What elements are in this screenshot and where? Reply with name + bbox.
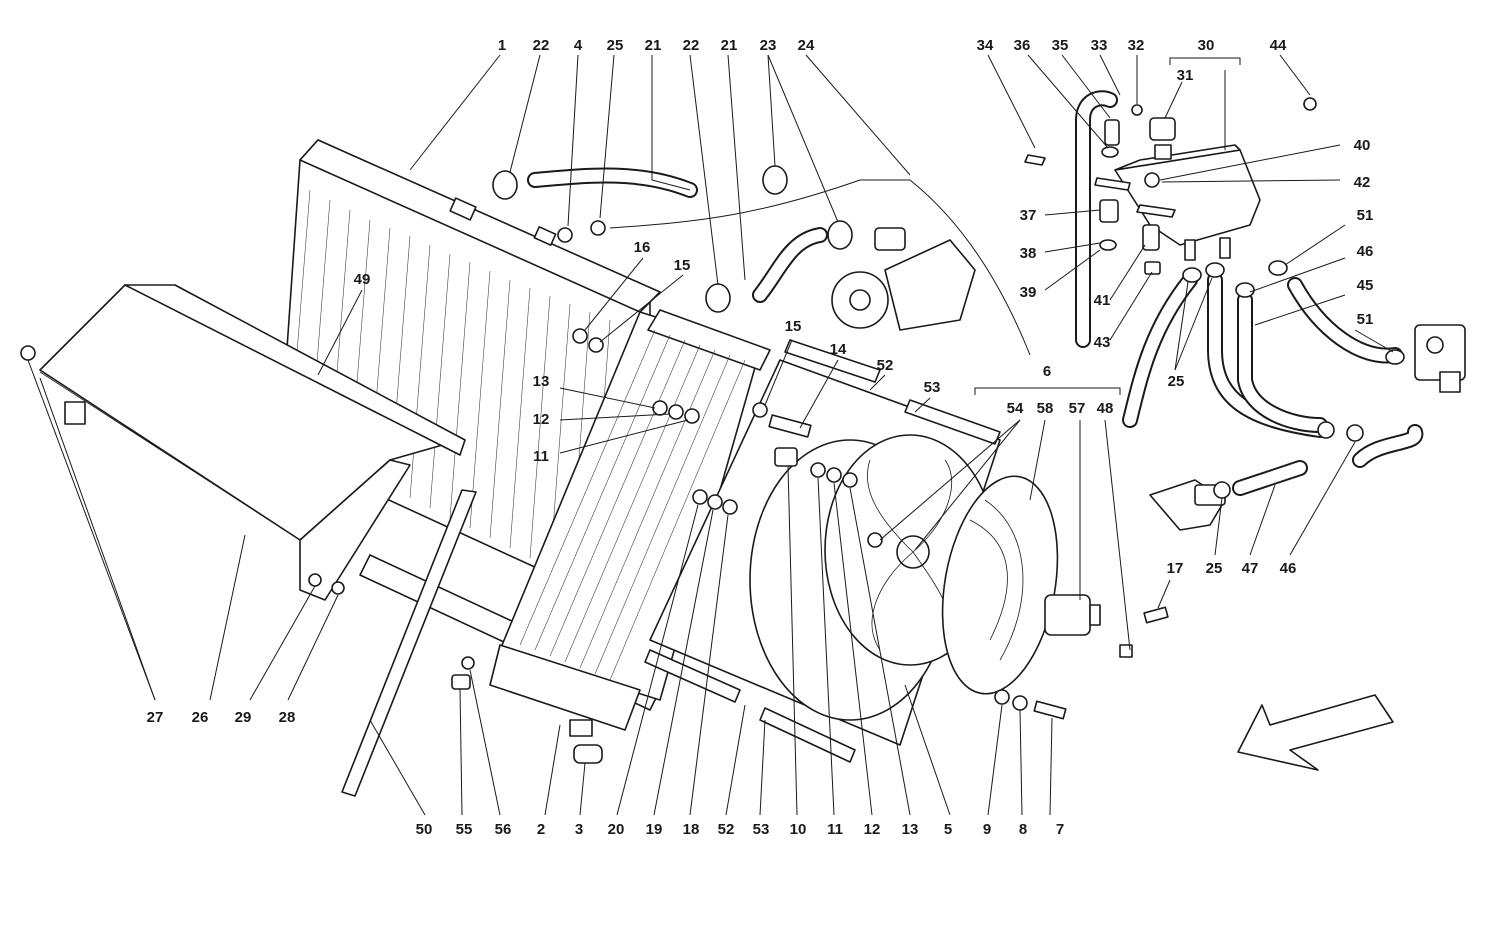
label-47: 47	[1242, 560, 1259, 577]
label-12: 12	[864, 821, 881, 838]
label-25: 25	[1206, 560, 1223, 577]
label-32: 32	[1128, 37, 1145, 54]
label-57: 57	[1069, 400, 1086, 417]
label-46: 46	[1280, 560, 1297, 577]
label-12: 12	[533, 411, 550, 428]
label-21: 21	[721, 37, 738, 54]
label-3: 3	[575, 821, 583, 838]
label-44: 44	[1270, 37, 1287, 54]
label-49: 49	[354, 271, 371, 288]
label-29: 29	[235, 709, 252, 726]
label-27: 27	[147, 709, 164, 726]
label-37: 37	[1020, 207, 1037, 224]
label-11: 11	[533, 448, 549, 465]
label-2: 2	[537, 821, 545, 838]
label-30: 30	[1198, 37, 1215, 54]
label-26: 26	[192, 709, 209, 726]
label-36: 36	[1014, 37, 1031, 54]
label-6: 6	[1043, 363, 1051, 380]
label-13: 13	[902, 821, 919, 838]
fan-assembly	[644, 339, 1101, 763]
label-15: 15	[674, 257, 691, 274]
label-33: 33	[1091, 37, 1108, 54]
label-43: 43	[1094, 334, 1111, 351]
expansion-tank	[1114, 117, 1261, 261]
label-46: 46	[1357, 243, 1374, 260]
label-22: 22	[683, 37, 700, 54]
label-31: 31	[1177, 67, 1194, 84]
label-38: 38	[1020, 245, 1037, 262]
label-23: 23	[760, 37, 777, 54]
label-28: 28	[279, 709, 296, 726]
label-17: 17	[1167, 560, 1184, 577]
leader-lines	[27, 54, 1394, 816]
label-13: 13	[533, 373, 550, 390]
hardware	[20, 97, 1405, 764]
label-18: 18	[683, 821, 700, 838]
label-53: 53	[753, 821, 770, 838]
label-41: 41	[1094, 292, 1111, 309]
label-20: 20	[608, 821, 625, 838]
label-35: 35	[1052, 37, 1069, 54]
label-8: 8	[1019, 821, 1027, 838]
part-labels: 1 22 4 25 21 22 21 23 24 34 36 35 33 32 …	[147, 37, 1374, 838]
label-5: 5	[944, 821, 952, 838]
label-50: 50	[416, 821, 433, 838]
label-4: 4	[574, 37, 583, 54]
seal-strip	[341, 489, 477, 797]
label-51: 51	[1357, 311, 1374, 328]
label-14: 14	[830, 341, 847, 358]
valve-block	[1414, 324, 1466, 393]
label-9: 9	[983, 821, 991, 838]
water-pump	[831, 227, 976, 331]
label-45: 45	[1357, 277, 1374, 294]
label-25: 25	[607, 37, 624, 54]
label-25: 25	[1168, 373, 1185, 390]
arrow-left-down-icon	[1237, 694, 1394, 771]
label-42: 42	[1354, 174, 1371, 191]
label-56: 56	[495, 821, 512, 838]
label-16: 16	[634, 239, 651, 256]
label-51: 51	[1357, 207, 1374, 224]
label-10: 10	[790, 821, 807, 838]
label-21: 21	[645, 37, 662, 54]
label-55: 55	[456, 821, 473, 838]
label-53: 53	[924, 379, 941, 396]
label-54: 54	[1007, 400, 1024, 417]
label-24: 24	[798, 37, 815, 54]
label-52: 52	[718, 821, 735, 838]
label-19: 19	[646, 821, 663, 838]
label-34: 34	[977, 37, 994, 54]
label-7: 7	[1056, 821, 1064, 838]
air-duct	[39, 284, 466, 601]
label-48: 48	[1097, 400, 1114, 417]
label-40: 40	[1354, 137, 1371, 154]
label-58: 58	[1037, 400, 1054, 417]
label-22: 22	[533, 37, 550, 54]
label-15: 15	[785, 318, 802, 335]
label-1: 1	[498, 37, 506, 54]
label-39: 39	[1020, 284, 1037, 301]
label-52: 52	[877, 357, 894, 374]
label-11: 11	[827, 821, 843, 838]
coolant-hoses	[527, 90, 1424, 496]
